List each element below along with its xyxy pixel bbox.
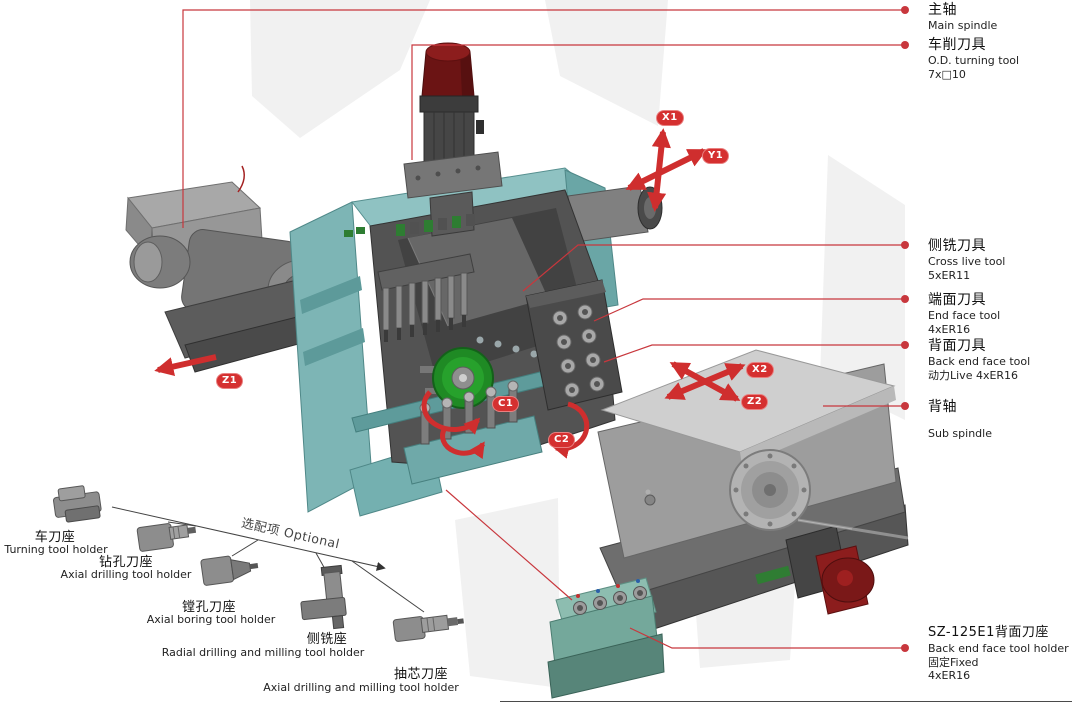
callout-back-toolholder: SZ-125E1背面刀座 Back end face tool holder 固…	[928, 625, 1069, 683]
axis-badge-c1: C1	[492, 396, 520, 412]
callout-back-toolholder-spec2: 4xER16	[928, 669, 971, 683]
callout-back-toolholder-zh: SZ-125E1背面刀座	[928, 625, 1049, 640]
gang-tools	[377, 253, 475, 342]
callout-back-end-face-tool-en: Back end face tool	[928, 355, 1031, 369]
face-tool-block	[525, 279, 623, 411]
callout-back-end-face-tool-zh: 背面刀具	[928, 338, 986, 354]
label-axial-boring-en: Axial boring tool holder	[146, 613, 276, 626]
axial-drill-mill-holder-icon	[392, 614, 464, 642]
label-axial-drilling-en: Axial drilling tool holder	[60, 568, 192, 581]
label-radial-milling-zh: 侧铣座	[306, 632, 348, 647]
callout-back-toolholder-en: Back end face tool holder	[928, 641, 1069, 655]
label-turning-holder-zh: 车刀座	[34, 530, 76, 545]
callout-main-spindle-en: Main spindle	[928, 19, 998, 33]
callout-sub-spindle-zh: 背轴	[928, 399, 957, 415]
axis-arrows	[154, 128, 746, 460]
turning-tool-holder-icon	[53, 485, 102, 523]
axis-badge-y1: Y1	[702, 148, 730, 164]
callout-od-turning-tool-en: O.D. turning tool	[928, 54, 1020, 68]
back-toolholder-unit	[547, 577, 665, 699]
callout-sub-spindle-en: Sub spindle	[928, 427, 992, 441]
callout-end-face-tool-spec: 4xER16	[928, 322, 971, 336]
callout-main-spindle: 主轴 Main spindle	[928, 2, 997, 33]
axis-badge-z2: Z2	[741, 394, 769, 410]
callout-end-face-tool-en: End face tool	[928, 309, 1001, 323]
callout-back-end-face-tool: 背面刀具 Back end face tool 动力Live 4xER16	[928, 338, 1030, 382]
main-spindle-face	[420, 347, 494, 409]
axis-badge-x1: X1	[656, 110, 684, 126]
callout-od-turning-tool-zh: 车削刀具	[928, 37, 986, 53]
axial-boring-holder-icon	[200, 555, 259, 586]
callout-main-spindle-zh: 主轴	[928, 2, 957, 18]
optional-leader-lines	[111, 506, 425, 613]
axis-badge-x2: X2	[746, 362, 774, 378]
label-radial-milling-en: Radial drilling and milling tool holder	[161, 646, 365, 659]
axis-badge-c2: C2	[548, 432, 576, 448]
callout-leader-lines	[182, 9, 905, 649]
callout-cross-live-tool-spec: 5xER11	[928, 268, 971, 282]
axis-badge-z1: Z1	[216, 373, 244, 389]
callout-cross-live-tool: 侧铣刀具 Cross live tool 5xER11	[928, 238, 1005, 282]
label-axial-drill-mill-en: Axial drilling and milling tool holder	[263, 681, 459, 694]
radial-milling-holder-icon	[300, 564, 347, 630]
callout-sub-spindle: 背轴 Sub spindle	[928, 399, 992, 441]
axial-drilling-holder-icon	[136, 523, 197, 552]
label-axial-drill-mill-zh: 抽芯刀座	[393, 667, 449, 682]
label-axial-boring-zh: 镗孔刀座	[181, 600, 237, 615]
callout-cross-live-tool-en: Cross live tool	[928, 255, 1006, 269]
background-shapes	[250, 0, 905, 688]
spindle-motor	[567, 185, 663, 243]
callout-od-turning-tool: 车削刀具 O.D. turning tool 7x□10	[928, 37, 1019, 81]
callout-end-face-tool: 端面刀具 End face tool 4xER16	[928, 292, 1000, 336]
callout-od-turning-tool-spec: 7x□10	[928, 67, 966, 81]
callout-dots	[901, 6, 909, 652]
callout-back-end-face-tool-spec: 动力Live 4xER16	[928, 368, 1019, 382]
callout-cross-live-tool-zh: 侧铣刀具	[928, 238, 986, 254]
label-axial-drilling-zh: 钻孔刀座	[98, 555, 154, 570]
callout-back-toolholder-spec: 固定Fixed	[928, 655, 979, 669]
callout-end-face-tool-zh: 端面刀具	[928, 292, 986, 308]
label-turning-holder-en: Turning tool holder	[4, 543, 108, 556]
vertical-spindle-unit	[396, 42, 503, 237]
